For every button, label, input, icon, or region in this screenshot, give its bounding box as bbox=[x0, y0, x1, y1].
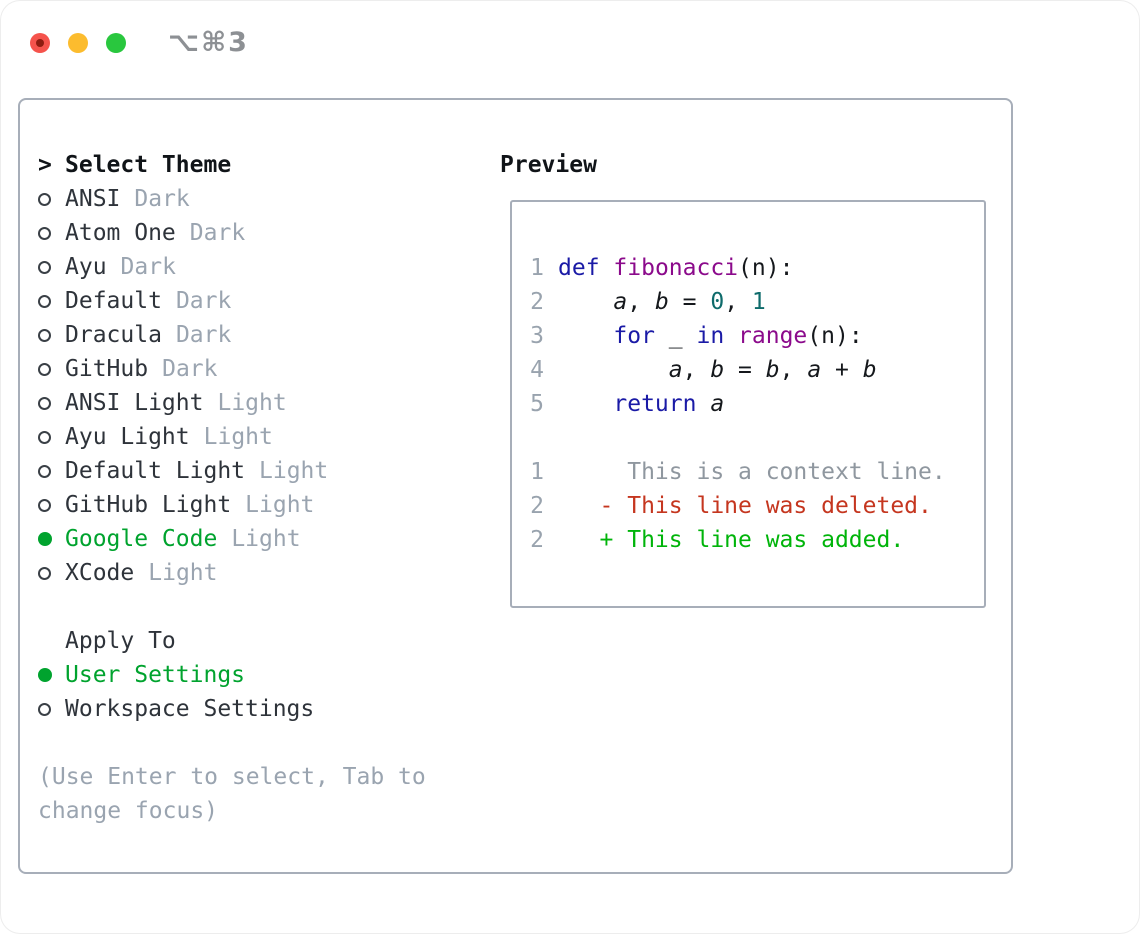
window-titlebar: ⌥⌘3 bbox=[30, 27, 249, 58]
preview-header: Preview bbox=[500, 148, 986, 182]
theme-name: Atom One bbox=[65, 220, 176, 246]
theme-name: Ayu bbox=[65, 254, 107, 280]
line-number: 1 bbox=[530, 459, 544, 485]
line-number: 2 bbox=[530, 527, 544, 553]
theme-name: XCode bbox=[65, 560, 135, 586]
theme-name: GitHub bbox=[65, 356, 149, 382]
theme-option-github[interactable]: GitHub Dark bbox=[38, 352, 438, 386]
radio-icon bbox=[38, 566, 65, 580]
radio-icon bbox=[38, 362, 65, 376]
prompt-caret-icon: > bbox=[38, 152, 52, 178]
line-number: 2 bbox=[530, 493, 544, 519]
theme-option-ansi[interactable]: ANSI Dark bbox=[38, 182, 438, 216]
theme-option-xcode[interactable]: XCode Light bbox=[38, 556, 438, 590]
theme-option-ayu[interactable]: Ayu Dark bbox=[38, 250, 438, 284]
code-line: 3 for _ in range(n): bbox=[530, 319, 984, 353]
theme-name: Google Code bbox=[65, 526, 218, 552]
code-line: 2 a, b = 0, 1 bbox=[530, 285, 984, 319]
radio-icon bbox=[38, 328, 65, 342]
radio-icon bbox=[38, 226, 65, 240]
radio-icon bbox=[38, 430, 65, 444]
radio-icon bbox=[38, 498, 65, 512]
window-title: ⌥⌘3 bbox=[168, 27, 249, 58]
spacer bbox=[38, 590, 438, 624]
apply-option-label: Workspace Settings bbox=[65, 696, 315, 722]
code-line: 4 a, b = b, a + b bbox=[530, 353, 984, 387]
maximize-button[interactable] bbox=[106, 32, 126, 53]
select-theme-title: Select Theme bbox=[65, 152, 232, 178]
keyboard-hint: (Use Enter to select, Tab to change focu… bbox=[38, 764, 426, 824]
theme-name: Dracula bbox=[65, 322, 162, 348]
spacer bbox=[38, 726, 438, 760]
apply-to-label: Apply To bbox=[65, 628, 176, 654]
radio-icon bbox=[38, 702, 65, 716]
diff-block: 1 This is a context line.2 - This line w… bbox=[530, 455, 984, 557]
theme-name: Default Light bbox=[65, 458, 246, 484]
radio-selected-icon bbox=[38, 668, 65, 682]
theme-variant: Light bbox=[231, 526, 301, 552]
apply-option-user-settings[interactable]: User Settings bbox=[38, 658, 438, 692]
theme-variant: Dark bbox=[134, 186, 190, 212]
theme-name: ANSI Light bbox=[65, 390, 204, 416]
radio-icon bbox=[38, 192, 65, 206]
theme-variant: Dark bbox=[189, 220, 246, 246]
preview-title: Preview bbox=[500, 152, 597, 178]
radio-icon bbox=[38, 396, 65, 410]
line-number: 4 bbox=[530, 357, 544, 383]
line-number: 3 bbox=[530, 323, 544, 349]
theme-variant: Dark bbox=[162, 356, 218, 382]
radio-selected-icon bbox=[38, 532, 65, 546]
minimize-button[interactable] bbox=[68, 32, 88, 53]
apply-option-workspace-settings[interactable]: Workspace Settings bbox=[38, 692, 438, 726]
diff-line-context: 1 This is a context line. bbox=[530, 455, 984, 489]
code-line: 5 return a bbox=[530, 387, 984, 421]
diff-line-deleted: 2 - This line was deleted. bbox=[530, 489, 984, 523]
close-button[interactable] bbox=[30, 32, 50, 53]
theme-name: Ayu Light bbox=[65, 424, 190, 450]
radio-icon bbox=[38, 294, 65, 308]
apply-option-label: User Settings bbox=[65, 662, 246, 688]
unsaved-changes-dot-icon bbox=[36, 38, 44, 47]
theme-variant: Dark bbox=[175, 322, 232, 348]
theme-option-google-code[interactable]: Google Code Light bbox=[38, 522, 438, 556]
theme-variant: Light bbox=[259, 458, 329, 484]
theme-option-ayu-light[interactable]: Ayu Light Light bbox=[38, 420, 438, 454]
diff-text: + This line was added. bbox=[558, 527, 905, 553]
theme-name: GitHub Light bbox=[65, 492, 232, 518]
theme-option-atom-one[interactable]: Atom One Dark bbox=[38, 216, 438, 250]
diff-line-added: 2 + This line was added. bbox=[530, 523, 984, 557]
theme-variant: Light bbox=[217, 390, 287, 416]
theme-variant: Light bbox=[148, 560, 218, 586]
select-theme-header: > Select Theme bbox=[38, 148, 438, 182]
theme-option-github-light[interactable]: GitHub Light Light bbox=[38, 488, 438, 522]
diff-text: - This line was deleted. bbox=[558, 493, 932, 519]
theme-variant: Dark bbox=[175, 288, 232, 314]
line-number: 5 bbox=[530, 391, 544, 417]
theme-name: Default bbox=[65, 288, 162, 314]
radio-icon bbox=[38, 464, 65, 478]
line-number: 2 bbox=[530, 289, 544, 315]
theme-option-default-light[interactable]: Default Light Light bbox=[38, 454, 438, 488]
theme-variant: Dark bbox=[120, 254, 176, 280]
theme-option-ansi-light[interactable]: ANSI Light Light bbox=[38, 386, 438, 420]
theme-option-default[interactable]: Default Dark bbox=[38, 284, 438, 318]
line-number: 1 bbox=[530, 255, 544, 281]
theme-option-dracula[interactable]: Dracula Dark bbox=[38, 318, 438, 352]
radio-icon bbox=[38, 260, 65, 274]
diff-text: This is a context line. bbox=[558, 459, 946, 485]
theme-variant: Light bbox=[245, 492, 315, 518]
theme-name: ANSI bbox=[65, 186, 121, 212]
theme-variant: Light bbox=[203, 424, 273, 450]
apply-to-header: Apply To bbox=[38, 624, 438, 658]
